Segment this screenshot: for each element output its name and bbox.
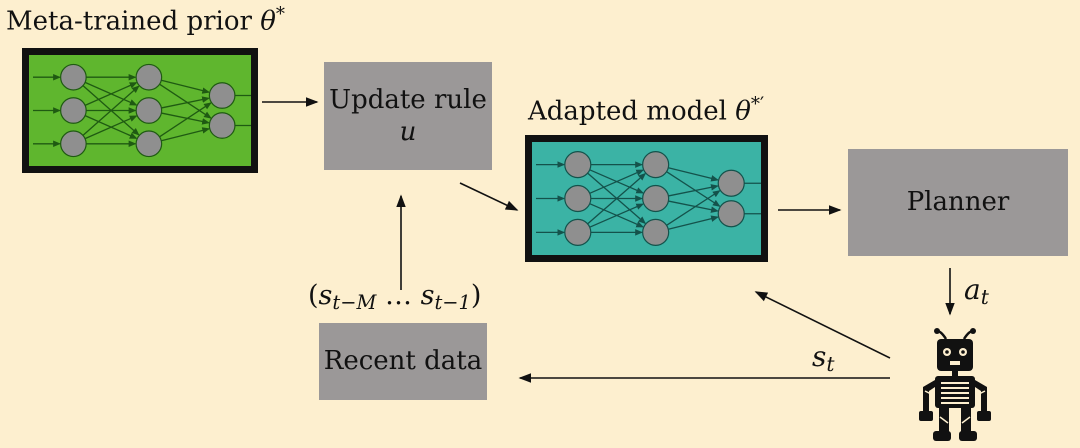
network-edge (668, 184, 719, 197)
paren-close: ) (470, 280, 482, 311)
network-node (642, 218, 670, 246)
recent-data-label: Recent data (323, 346, 483, 377)
network-node (717, 169, 745, 197)
s-start: s (318, 280, 333, 311)
network-node (642, 184, 670, 213)
network-node (60, 63, 87, 91)
meta-trained-prior-network (22, 48, 258, 173)
network-edge (84, 82, 138, 106)
adapted-title-text: Adapted model (528, 96, 736, 127)
action-sub: t (980, 285, 989, 310)
adapted-model-network (525, 135, 768, 262)
theta-prime-sup: *′ (750, 94, 765, 115)
prior-title-text: Meta-trained prior (6, 6, 261, 37)
state-sub: t (826, 352, 835, 377)
network-edge (161, 112, 210, 125)
network-node (135, 97, 163, 124)
action-symbol: a (964, 273, 981, 306)
network-node (208, 112, 236, 139)
network-edge (666, 190, 721, 226)
arrow-update-to-adapted (459, 182, 519, 211)
network-edge (159, 83, 212, 119)
network-node (135, 63, 163, 91)
network-edge (82, 85, 140, 136)
theta-symbol: θ (260, 6, 276, 37)
paren-open: ( (308, 280, 319, 311)
theta-sup: * (275, 4, 285, 25)
network-node (60, 130, 87, 158)
action-label: at (964, 273, 989, 309)
adapted-network-graph (536, 151, 761, 246)
network-edge (668, 167, 719, 182)
s-end-sub: t−1 (434, 290, 471, 314)
network-node (564, 218, 592, 246)
network-edge (589, 203, 645, 228)
prior-network-graph (33, 63, 251, 158)
network-edge (161, 79, 211, 94)
arrow-robot-to-adapted (754, 291, 891, 359)
planner-box: Planner (848, 149, 1068, 256)
adapted-title: Adapted model θ*′ (528, 94, 764, 127)
network-edge (668, 215, 719, 230)
network-node (717, 200, 745, 228)
network-edge (159, 102, 212, 138)
state-label: st (812, 340, 834, 376)
network-edge (84, 115, 138, 140)
network-edge (589, 169, 645, 194)
prior-title: Meta-trained prior θ* (6, 4, 285, 37)
network-edge (668, 200, 719, 213)
update-rule-box: Update rule u (324, 62, 492, 170)
network-edge (587, 172, 647, 225)
network-edge (666, 171, 721, 207)
data-window-label: (st−M … st−1) (308, 280, 481, 314)
s-start-sub: t−M (332, 290, 377, 314)
planner-label: Planner (906, 187, 1010, 218)
recent-data-box: Recent data (319, 323, 487, 400)
network-node (564, 184, 592, 213)
theta-prime-symbol: θ (735, 96, 751, 127)
network-node (642, 151, 670, 179)
update-rule-label: Update rule (329, 84, 487, 115)
network-node (60, 97, 87, 124)
network-edge (161, 96, 210, 109)
network-node (208, 82, 236, 109)
ellipsis: … (376, 280, 421, 311)
s-end: s (420, 280, 435, 311)
network-node (135, 130, 163, 158)
update-rule-symbol: u (399, 117, 417, 147)
network-edge (161, 127, 211, 142)
robot-icon (919, 328, 991, 441)
network-node (564, 151, 592, 179)
state-symbol: s (812, 340, 827, 373)
